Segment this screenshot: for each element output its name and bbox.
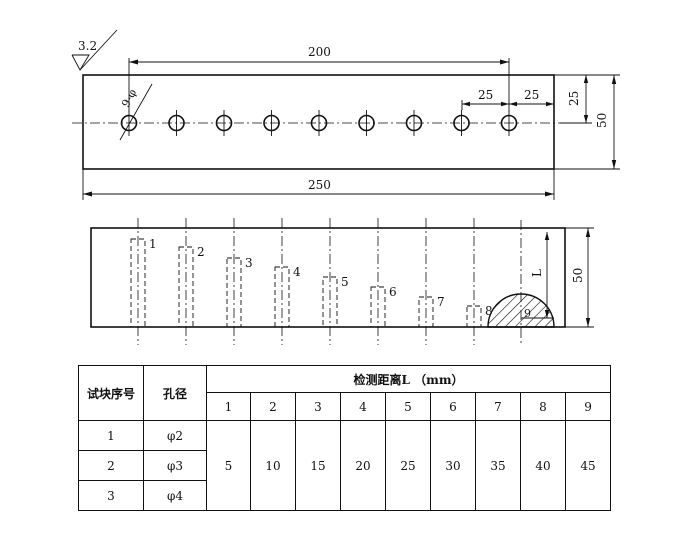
top-holes (120, 110, 518, 136)
top-view: 3.2 9-φ 200 (71, 29, 620, 200)
position-header: 5 (385, 392, 431, 421)
side-hole-label: 7 (437, 295, 445, 309)
test-distance-table: 试块序号 孔径 检测距离L （mm） 1 2 3 4 5 6 7 8 9 1 φ… (78, 365, 612, 511)
side-hole (274, 266, 290, 328)
hole-diameter: φ3 (143, 450, 207, 481)
side-hole-label: 6 (389, 285, 397, 299)
technical-drawing: 3.2 9-φ 200 (71, 29, 620, 345)
side-hole (178, 246, 194, 328)
side-hole-label: 5 (341, 275, 349, 289)
dim-200: 200 (128, 45, 510, 112)
side-hole-label: 2 (197, 245, 205, 259)
dim-pitch: 25 25 (461, 88, 555, 110)
dim-pitch-b-text: 25 (524, 88, 539, 102)
dim-L-text: L (530, 269, 544, 277)
top-plate-outline (82, 74, 555, 170)
table-row: 1 φ2 5 10 15 20 25 30 35 40 45 (78, 420, 612, 511)
hole-diameter: φ4 (143, 480, 207, 511)
position-header: 1 (206, 392, 251, 421)
distance-value: 15 (295, 420, 341, 511)
roughness-value: 3.2 (78, 39, 97, 53)
side-hole-label-9: 9 (524, 307, 531, 320)
hole-diameter: φ2 (143, 420, 207, 451)
roughness-symbol: 3.2 (71, 29, 118, 71)
dim-250: 250 (82, 169, 555, 200)
block-number: 2 (78, 450, 144, 481)
position-header: 2 (250, 392, 296, 421)
block-number: 1 (78, 420, 144, 451)
position-header: 9 (564, 392, 612, 421)
header-block-number: 试块序号 (78, 365, 144, 421)
position-header: 4 (340, 392, 386, 421)
position-header: 8 (520, 392, 566, 421)
position-header: 7 (475, 392, 521, 421)
hole-callout: 9-φ (119, 83, 153, 141)
header-hole-diameter: 孔径 (143, 365, 207, 421)
dim-height-50-text: 50 (595, 113, 609, 128)
distance-value: 30 (430, 420, 476, 511)
side-hole (226, 257, 242, 328)
dim-edge-25: 25 (554, 74, 592, 124)
dim-200-text: 200 (308, 45, 331, 59)
side-holes: 1 2 3 4 5 6 7 8 (130, 218, 493, 345)
table-row: 3 φ4 (78, 480, 611, 511)
header-test-distance: 检测距离L （mm） (205, 365, 612, 393)
distance-value: 25 (385, 420, 431, 511)
hatched-section: 9 (487, 220, 555, 345)
distance-value: 10 (250, 420, 296, 511)
side-view: 1 2 3 4 5 6 7 8 9 L 50 (90, 218, 594, 345)
position-header: 6 (430, 392, 476, 421)
distance-value: 5 (206, 420, 251, 511)
dim-L: L (530, 232, 550, 318)
side-hole (322, 276, 338, 328)
position-header: 3 (295, 392, 341, 421)
distance-value: 40 (520, 420, 566, 511)
dim-pitch-a-text: 25 (478, 88, 493, 102)
dim-height-50: 50 (554, 74, 620, 170)
side-hole (466, 305, 482, 328)
side-hole (370, 286, 386, 328)
distance-value: 45 (564, 420, 612, 511)
side-hole-label: 8 (485, 304, 493, 318)
side-hole (418, 296, 434, 328)
side-hole (130, 238, 146, 328)
table-row: 2 φ3 (78, 450, 611, 481)
dim-250-text: 250 (308, 178, 331, 192)
distance-value: 20 (340, 420, 386, 511)
block-number: 3 (78, 480, 144, 511)
side-hole-label: 1 (149, 237, 157, 251)
dim-edge-25-text: 25 (567, 91, 581, 106)
dim-side-50-text: 50 (571, 268, 585, 283)
side-hole-label: 3 (245, 256, 253, 270)
side-hole-label: 4 (293, 265, 301, 279)
dim-side-50: 50 (565, 227, 594, 328)
distance-value: 35 (475, 420, 521, 511)
